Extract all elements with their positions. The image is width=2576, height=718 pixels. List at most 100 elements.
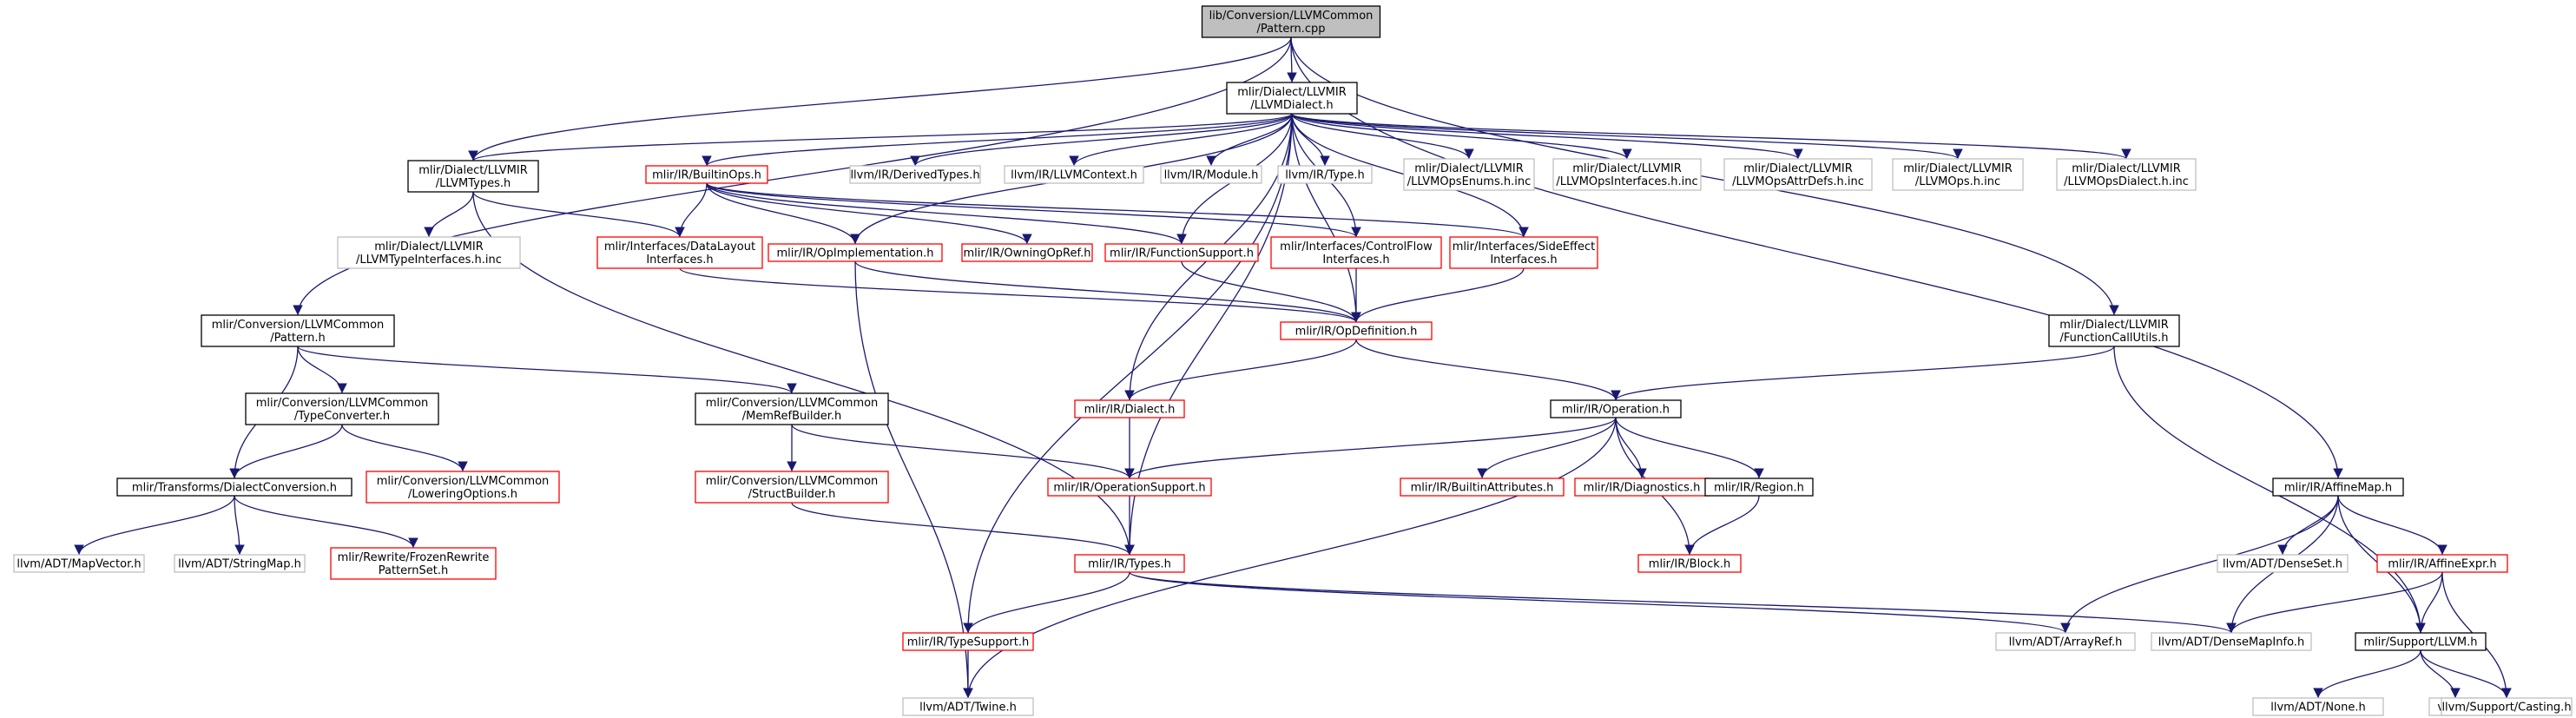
node-label: /LLVMOpsAttrDefs.h.inc — [1732, 175, 1864, 188]
node-op_definition[interactable]: mlir/IR/OpDefinition.h — [1280, 321, 1433, 340]
node-label: mlir/IR/Types.h — [1088, 558, 1171, 571]
node-operation_support[interactable]: mlir/IR/OperationSupport.h — [1047, 478, 1212, 497]
node-box — [1004, 165, 1144, 184]
node-builtin_ops[interactable]: mlir/IR/BuiltinOps.h — [645, 165, 768, 184]
node-label: mlir/Dialect/LLVMIR — [1572, 162, 1681, 175]
node-owning_op_ref[interactable]: mlir/IR/OwningOpRef.h — [961, 243, 1093, 262]
edge-side_effect-to-op_definition — [1351, 267, 1525, 323]
edge-llvm_dialect-to-ops_attrdefs — [1291, 113, 1803, 160]
node-builtin_attributes[interactable]: mlir/IR/BuiltinAttributes.h — [1400, 478, 1565, 497]
node-function_call_utils[interactable]: mlir/Dialect/LLVMIR/FunctionCallUtils.h — [2048, 314, 2180, 347]
node-type_interfaces_inc[interactable]: mlir/Dialect/LLVMIR/LLVMTypeInterfaces.h… — [337, 236, 521, 269]
node-label: Interfaces.h — [1490, 254, 1557, 267]
edge-op_definition-to-operation_h — [1355, 339, 1621, 401]
node-type_support[interactable]: mlir/IR/TypeSupport.h — [902, 632, 1034, 651]
node-box — [2056, 158, 2197, 191]
node-struct_builder[interactable]: mlir/Conversion/LLVMCommon/StructBuilder… — [695, 471, 889, 504]
node-label: llvm/IR/LLVMContext.h — [1011, 169, 1137, 182]
node-dense_map_info[interactable]: llvm/ADT/DenseMapInfo.h — [2151, 632, 2312, 651]
node-label: lib/Conversion/LLVMCommon — [1209, 10, 1374, 23]
node-array_ref[interactable]: llvm/ADT/ArrayRef.h — [1995, 632, 2136, 651]
node-box — [201, 314, 395, 347]
node-region_h[interactable]: mlir/IR/Region.h — [1704, 478, 1814, 497]
node-box — [1995, 632, 2136, 651]
node-llvm_context[interactable]: llvm/IR/LLVMContext.h — [1004, 165, 1144, 184]
node-ops_enums[interactable]: mlir/Dialect/LLVMIR/LLVMOpsEnums.h.inc — [1403, 158, 1535, 191]
node-type_converter[interactable]: mlir/Conversion/LLVMCommon/TypeConverter… — [245, 392, 439, 425]
node-box — [596, 236, 763, 269]
edge-builtin_ops-to-data_layout — [675, 182, 708, 238]
node-type_h[interactable]: llvm/IR/Type.h — [1277, 165, 1373, 184]
node-box — [2048, 314, 2180, 347]
node-op_impl[interactable]: mlir/IR/OpImplementation.h — [768, 243, 943, 262]
node-affine_map[interactable]: mlir/IR/AffineMap.h — [2272, 478, 2404, 497]
node-pattern_cpp[interactable]: lib/Conversion/LLVMCommon/Pattern.cpp — [1201, 5, 1381, 38]
node-label: mlir/Interfaces/ControlFlow — [1280, 240, 1433, 254]
node-label: /LLVMOpsEnums.h.inc — [1407, 175, 1531, 188]
node-ops_attrdefs[interactable]: mlir/Dialect/LLVMIR/LLVMOpsAttrDefs.h.in… — [1723, 158, 1873, 191]
edge-llvm_dialect-to-ops_enums — [1291, 113, 1474, 160]
node-box — [1637, 554, 1742, 573]
node-box — [116, 478, 352, 497]
node-ops_dialect_inc[interactable]: mlir/Dialect/LLVMIR/LLVMOpsDialect.h.inc — [2056, 158, 2197, 191]
node-function_support[interactable]: mlir/IR/FunctionSupport.h — [1104, 243, 1259, 262]
node-label: /LLVMDialect.h — [1250, 99, 1333, 112]
node-label: mlir/Dialect/LLVMIR — [2059, 319, 2168, 332]
node-llvm_dialect[interactable]: mlir/Dialect/LLVMIR/LLVMDialect.h — [1226, 82, 1358, 115]
edge-pattern_h-to-memref_builder — [297, 346, 797, 394]
edge-builtin_ops-to-control_flow — [706, 182, 1361, 238]
node-types_h[interactable]: mlir/IR/Types.h — [1074, 554, 1185, 573]
node-module_h[interactable]: llvm/IR/Module.h — [1160, 165, 1262, 184]
node-box — [1160, 165, 1262, 184]
node-affine_expr[interactable]: mlir/IR/AffineExpr.h — [2376, 554, 2508, 573]
node-label: mlir/Transforms/DialectConversion.h — [132, 482, 337, 495]
node-label: mlir/Conversion/LLVMCommon — [706, 397, 879, 410]
edge-types_h-to-array_ref — [1129, 571, 2071, 634]
edge-affine_map-to-array_ref — [2060, 495, 2339, 634]
node-support_llvm[interactable]: mlir/Support/LLVM.h — [2355, 632, 2487, 651]
node-pattern_h[interactable]: mlir/Conversion/LLVMCommon/Pattern.h — [201, 314, 395, 347]
node-memref_builder[interactable]: mlir/Conversion/LLVMCommon/MemRefBuilder… — [695, 392, 889, 425]
node-casting[interactable]: llvm/Support/Casting.h — [2441, 697, 2573, 716]
node-ops_inc[interactable]: mlir/Dialect/LLVMIR/LLVMOps.h.inc — [1892, 158, 2024, 191]
node-label: mlir/IR/Block.h — [1649, 558, 1730, 571]
node-label: llvm/IR/Type.h — [1285, 169, 1364, 182]
node-operation_h[interactable]: mlir/IR/Operation.h — [1550, 399, 1682, 418]
node-none_h[interactable]: llvm/ADT/None.h — [2252, 697, 2384, 716]
node-lowering_options[interactable]: mlir/Conversion/LLVMCommon/LoweringOptio… — [366, 471, 560, 504]
node-label: Interfaces.h — [1322, 254, 1389, 267]
edge-function_support-to-op_definition — [1181, 260, 1361, 323]
node-dialect_conversion[interactable]: mlir/Transforms/DialectConversion.h — [116, 478, 352, 497]
node-box — [2217, 554, 2349, 573]
node-label: llvm/Support/Casting.h — [2441, 702, 2571, 715]
node-dialect_h[interactable]: mlir/IR/Dialect.h — [1074, 399, 1185, 418]
node-box — [695, 471, 889, 504]
edge-op_impl-to-op_definition — [854, 260, 1361, 323]
node-block_h[interactable]: mlir/IR/Block.h — [1637, 554, 1742, 573]
edge-operation_h-to-region_h — [1615, 417, 1764, 479]
node-label: llvm/IR/Module.h — [1164, 169, 1259, 182]
node-box — [1723, 158, 1873, 191]
node-box — [1047, 478, 1212, 497]
node-map_vector[interactable]: llvm/ADT/MapVector.h — [13, 554, 145, 573]
node-derived_types[interactable]: llvm/IR/DerivedTypes.h — [849, 165, 981, 184]
node-string_map[interactable]: llvm/ADT/StringMap.h — [174, 554, 306, 573]
node-label: mlir/IR/BuiltinOps.h — [652, 169, 761, 182]
edge-llvm_dialect-to-type_support — [963, 113, 1293, 634]
node-box — [961, 243, 1093, 262]
node-dense_set[interactable]: llvm/ADT/DenseSet.h — [2217, 554, 2349, 573]
node-ops_interfaces[interactable]: mlir/Dialect/LLVMIR/LLVMOpsInterfaces.h.… — [1552, 158, 1702, 191]
edge-llvm_dialect-to-ops_inc — [1291, 113, 1963, 160]
edge-llvm_dialect-to-module_h — [1206, 113, 1293, 167]
node-box — [1226, 82, 1358, 115]
node-twine[interactable]: llvm/ADT/Twine.h — [902, 697, 1034, 716]
node-label: llvm/ADT/None.h — [2270, 702, 2365, 715]
node-diagnostics[interactable]: mlir/IR/Diagnostics.h — [1574, 478, 1710, 497]
node-label: /LoweringOptions.h — [408, 488, 517, 501]
edge-affine_expr-to-support_llvm — [2415, 571, 2443, 634]
node-llvm_types[interactable]: mlir/Dialect/LLVMIR/LLVMTypes.h — [407, 160, 539, 193]
